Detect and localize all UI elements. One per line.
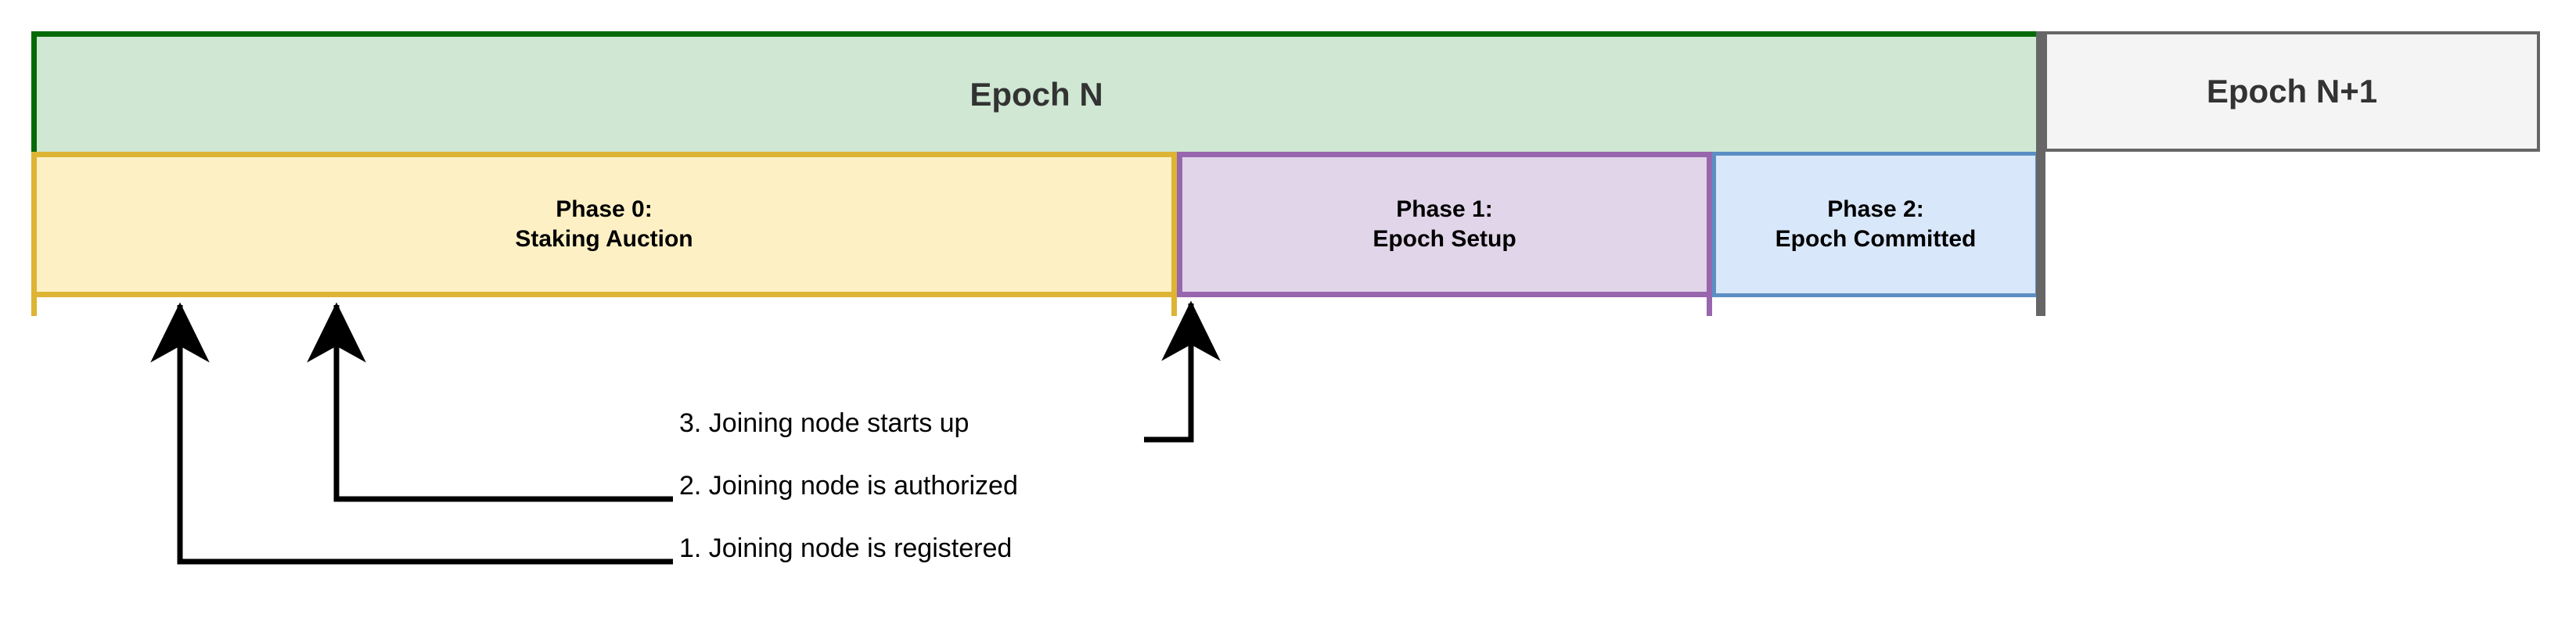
phase-0-box: Phase 0: Staking Auction: [31, 152, 1177, 297]
epoch-boundary-divider: [2036, 31, 2045, 316]
epoch-n-label: Epoch N: [970, 75, 1103, 113]
phase-0-end-tick: [1171, 297, 1177, 316]
phase-1-title: Phase 1:: [1396, 196, 1493, 222]
phase-0-title: Phase 0:: [556, 196, 653, 222]
phase-1-box: Phase 1: Epoch Setup: [1177, 152, 1712, 297]
phase-0-subtitle: Staking Auction: [515, 226, 693, 252]
phase-2-box: Phase 2: Epoch Committed: [1712, 152, 2039, 297]
epoch-start-tick: [31, 297, 37, 316]
annotation-label-2: 2. Joining node is authorized: [679, 471, 1018, 501]
phase-2-title: Phase 2:: [1827, 196, 1924, 222]
epoch-n-plus-1-box: Epoch N+1: [2044, 31, 2540, 152]
phase-1-subtitle: Epoch Setup: [1373, 226, 1516, 252]
leader-line-3: [1144, 300, 1221, 443]
leader-line-1: [150, 302, 673, 565]
phase-2-subtitle: Epoch Committed: [1775, 226, 1977, 252]
annotation-label-3: 3. Joining node starts up: [679, 408, 970, 438]
leader-line-2: [307, 302, 673, 502]
epoch-n-box: Epoch N: [31, 31, 2036, 152]
epoch-n-plus-1-label: Epoch N+1: [2206, 73, 2378, 110]
annotation-label-1: 1. Joining node is registered: [679, 533, 1013, 563]
phase-1-end-tick: [1707, 297, 1712, 316]
